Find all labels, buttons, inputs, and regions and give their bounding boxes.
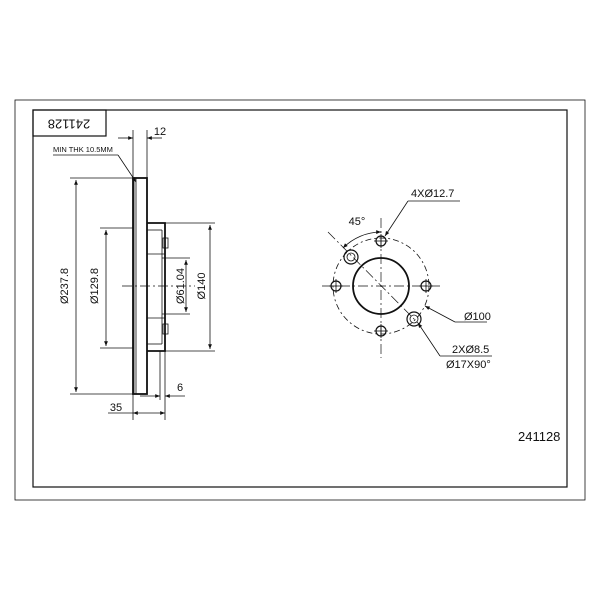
title-block: 241128 — [32, 109, 107, 137]
dim-hat-diameter: Ø140 — [196, 273, 208, 300]
front-view: 45° 4XØ12.7 Ø100 2XØ8.5 Ø17X90° — [322, 188, 492, 371]
min-thickness-note: MIN THK 10.5MM — [53, 145, 113, 154]
aux-hole-lower-right — [406, 311, 422, 327]
pcd-label: Ø100 — [464, 311, 491, 323]
disc-hat — [147, 222, 166, 352]
dim-center-bore: Ø61.04 — [175, 268, 187, 304]
dim-hat-thickness: 6 — [177, 382, 183, 394]
aux-hole-upper-left — [343, 249, 359, 265]
dim-braking-inner-diameter: Ø129.8 — [89, 268, 101, 304]
outer-border — [14, 99, 586, 501]
dim-width-top: 12 — [154, 126, 166, 138]
dim-outer-diameter: Ø237.8 — [59, 268, 71, 304]
countersink-label: Ø17X90° — [446, 359, 491, 371]
angle-label: 45° — [349, 216, 366, 228]
inner-border — [32, 109, 568, 488]
part-number-rotated: 241128 — [48, 117, 90, 132]
side-section-view: Ø237.8 Ø129.8 Ø61.04 Ø140 12 MIN THK 10.… — [53, 126, 215, 420]
aux-holes-label: 2XØ8.5 — [452, 344, 489, 356]
part-number: 241128 — [518, 429, 560, 444]
bolt-holes-label: 4XØ12.7 — [411, 188, 454, 200]
dim-height: 35 — [110, 402, 122, 414]
center-bore — [352, 257, 410, 315]
